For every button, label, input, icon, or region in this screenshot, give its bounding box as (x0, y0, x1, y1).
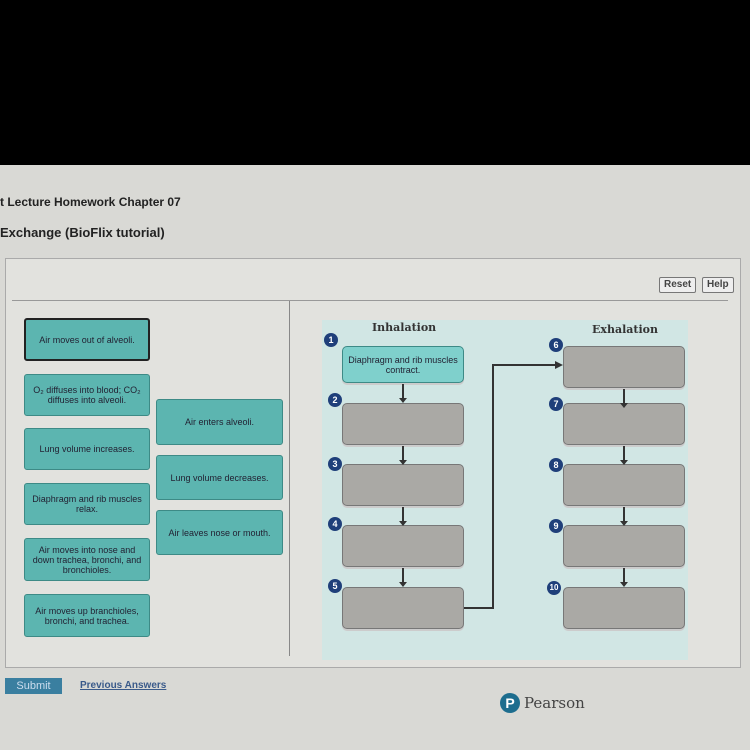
step-number: 9 (549, 519, 563, 533)
answer-tile[interactable]: O₂ diffuses into blood; CO₂ diffuses int… (24, 374, 150, 416)
pearson-icon: P (500, 693, 520, 713)
submit-button[interactable]: Submit (5, 678, 62, 694)
answer-tile[interactable]: Lung volume increases. (24, 428, 150, 470)
inhalation-title: Inhalation (372, 321, 437, 334)
step-number: 6 (549, 338, 563, 352)
answer-tile[interactable]: Air moves out of alveoli. (24, 318, 150, 361)
step-number: 8 (549, 458, 563, 472)
previous-answers-link[interactable]: Previous Answers (80, 680, 167, 691)
step-number: 1 (324, 333, 338, 347)
answer-tile[interactable]: Air moves up branchioles, bronchi, and t… (24, 594, 150, 637)
brand-name: Pearson (524, 694, 585, 712)
exhalation-title: Exhalation (592, 323, 658, 336)
drop-target-10[interactable] (563, 587, 685, 629)
arrow-icon (620, 507, 628, 526)
answer-tile[interactable]: Diaphragm and rib muscles relax. (24, 483, 150, 525)
divider (289, 301, 290, 656)
drop-target-6[interactable] (563, 346, 685, 388)
drop-target-7[interactable] (563, 403, 685, 445)
answer-tile[interactable]: Air moves into nose and down trachea, br… (24, 538, 150, 581)
arrow-icon (399, 446, 407, 465)
drop-target-1: Diaphragm and rib muscles contract. (342, 346, 464, 383)
drop-target-4[interactable] (342, 525, 464, 567)
answer-tile[interactable]: Air enters alveoli. (156, 399, 283, 445)
answer-tile[interactable]: Lung volume decreases. (156, 455, 283, 500)
drop-target-2[interactable] (342, 403, 464, 445)
drop-target-5[interactable] (342, 587, 464, 629)
drop-target-9[interactable] (563, 525, 685, 567)
arrow-icon (399, 507, 407, 526)
connector-arrow-icon (464, 361, 563, 609)
step-number: 5 (328, 579, 342, 593)
pearson-logo: P Pearson (500, 693, 585, 713)
arrow-icon (620, 446, 628, 465)
help-button[interactable]: Help (702, 277, 734, 293)
drop-target-3[interactable] (342, 464, 464, 506)
arrow-icon (399, 384, 407, 403)
drop-target-8[interactable] (563, 464, 685, 506)
reset-button[interactable]: Reset (659, 277, 697, 293)
page-title: Exchange (BioFlix tutorial) (0, 225, 165, 240)
arrow-icon (399, 568, 407, 587)
arrow-icon (620, 568, 628, 587)
step-number: 7 (549, 397, 563, 411)
step-number: 4 (328, 517, 342, 531)
step-number: 3 (328, 457, 342, 471)
step-number: 2 (328, 393, 342, 407)
assignment-title: t Lecture Homework Chapter 07 (0, 195, 181, 209)
page: t Lecture Homework Chapter 07 Exchange (… (0, 165, 750, 750)
divider (12, 300, 728, 301)
answer-tile[interactable]: Air leaves nose or mouth. (156, 510, 283, 555)
step-number: 10 (547, 581, 561, 595)
arrow-icon (620, 389, 628, 408)
